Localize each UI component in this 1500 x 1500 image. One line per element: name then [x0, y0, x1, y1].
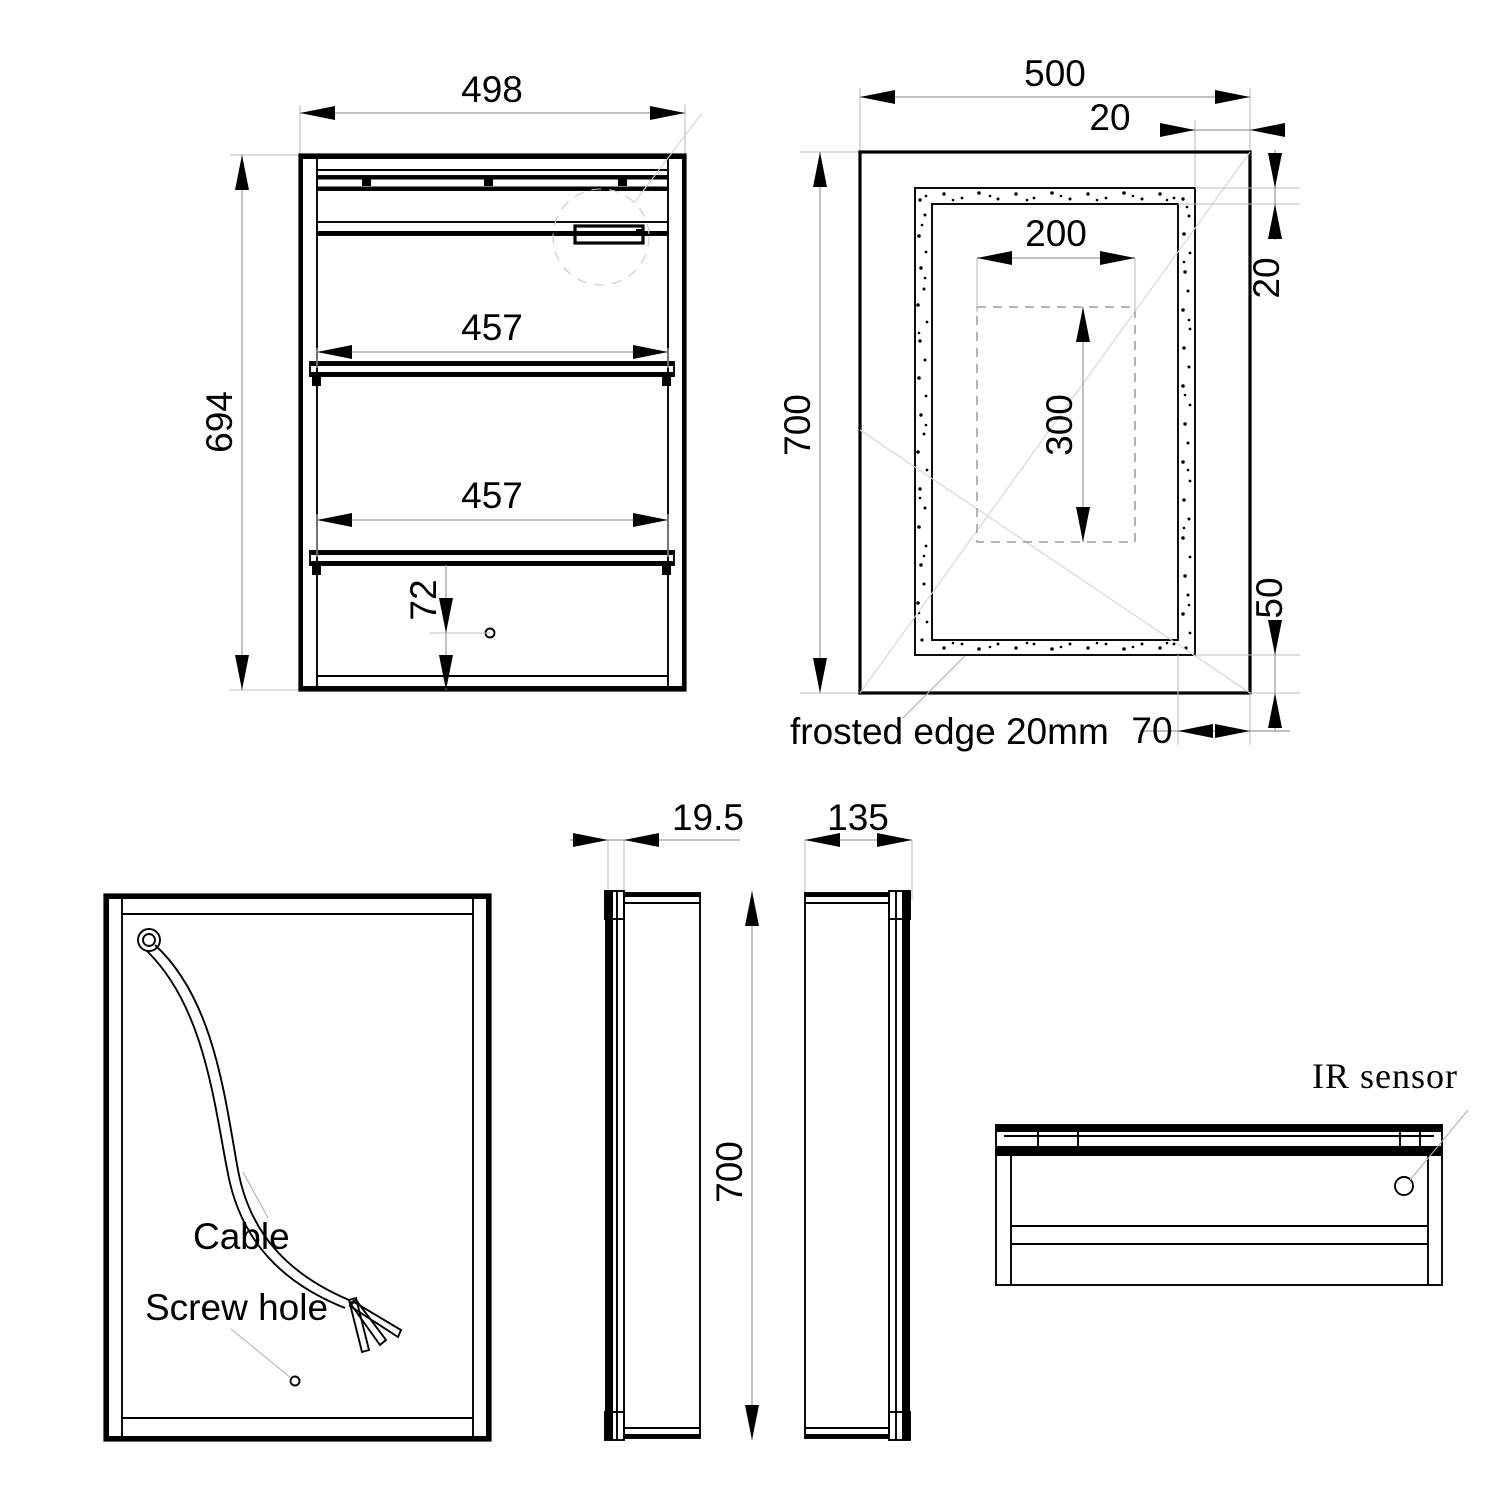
- led-strip-upper: [316, 175, 669, 191]
- note-frosted-edge: frosted edge 20mm: [790, 655, 1109, 752]
- divider-rail-upper: [316, 221, 669, 236]
- ir-sensor-label: IR sensor: [1312, 1056, 1458, 1096]
- cabinet-body: [298, 112, 703, 692]
- dimension-300: 300: [1039, 307, 1090, 542]
- cable-leader: [242, 1171, 269, 1219]
- dimension-72: 72: [403, 565, 490, 690]
- cable-assembly: Cable: [137, 928, 403, 1354]
- dimension-label-700-mirror: 700: [777, 394, 818, 456]
- dimension-label-shelf-upper-457: 457: [461, 307, 523, 348]
- side-left-body: [604, 890, 701, 1441]
- cable-path-upper: [154, 944, 350, 1301]
- dimension-label-width-498: 498: [461, 69, 523, 110]
- cable-grommet-inner: [142, 933, 156, 947]
- dimension-label-20-right: 20: [1246, 257, 1287, 298]
- shelf-upper: [309, 361, 675, 386]
- ir-sensor-hole: [1394, 1176, 1414, 1196]
- cable-path-lower: [146, 950, 346, 1309]
- shelf-lower: [309, 550, 675, 575]
- ir-sensor-leader: [1409, 1109, 1469, 1181]
- view-back-panel: Cable Screw hole: [103, 893, 492, 1442]
- dimension-500: 500: [859, 53, 1251, 155]
- dimension-label-19-5: 19.5: [672, 797, 744, 838]
- dimension-19-5: 19.5: [570, 797, 744, 900]
- cable-label: Cable: [193, 1216, 290, 1257]
- dimension-457-upper: 457: [316, 307, 669, 368]
- dimension-label-shelf-lower-457: 457: [461, 475, 523, 516]
- dimension-label-300: 300: [1039, 394, 1080, 456]
- screw-hole-marker-back: [289, 1375, 301, 1387]
- dimension-label-72: 72: [403, 579, 444, 620]
- dimension-label-20-top: 20: [1089, 97, 1130, 138]
- mirror-diagonal-2: [859, 429, 1251, 694]
- screw-hole-leader: [230, 1328, 292, 1379]
- view-mirror-door: 500 20 700: [777, 53, 1300, 752]
- cable-grommet-outer: [137, 928, 161, 952]
- dimension-20-top: 20: [1089, 97, 1285, 190]
- screw-hole-label: Screw hole: [145, 1287, 328, 1328]
- dimension-700-mirror: 700: [777, 151, 860, 694]
- view-cabinet-front: 498 694: [199, 69, 703, 692]
- view-side-left: 19.5 700: [570, 797, 759, 1441]
- dimension-label-700-side: 700: [709, 1141, 750, 1203]
- dimension-50: 50: [1195, 577, 1300, 730]
- frosted-edge-band: [914, 187, 1196, 656]
- dimension-200: 200: [976, 213, 1136, 312]
- dimension-700-side: 700: [709, 891, 759, 1440]
- cable-wire-1: [347, 1296, 371, 1354]
- view-top-ir: IR sensor: [995, 1056, 1469, 1286]
- view-side-right: 135: [804, 797, 913, 1441]
- dimension-label-70: 70: [1131, 710, 1172, 751]
- dimension-20-right: 20: [1178, 150, 1300, 299]
- dimension-457-lower: 457: [316, 475, 669, 557]
- note-frosted-edge-label: frosted edge 20mm: [790, 711, 1109, 752]
- switch-module-detail: [573, 224, 645, 245]
- screw-hole-assembly: Screw hole: [145, 1287, 328, 1387]
- frosted-stipple: [916, 191, 1192, 651]
- detail-bubble-leader: [633, 112, 703, 204]
- detail-bubble-circle: [552, 188, 650, 286]
- sensor-window-hidden-outline: [976, 306, 1136, 543]
- dimension-label-135: 135: [827, 797, 889, 838]
- dimension-label-200: 200: [1025, 213, 1087, 254]
- dimension-135: 135: [804, 797, 913, 900]
- dimension-label-50: 50: [1249, 577, 1290, 618]
- dimension-498: 498: [299, 69, 686, 160]
- cable-wire-3: [348, 1300, 403, 1339]
- dimension-label-500: 500: [1024, 53, 1086, 94]
- dimension-70: 70: [1131, 655, 1290, 751]
- dimension-label-height-694: 694: [199, 391, 240, 453]
- dimension-694: 694: [199, 154, 300, 691]
- side-right-body: [804, 890, 911, 1441]
- top-view-body: IR sensor: [995, 1056, 1469, 1286]
- mirror-diagonal-1: [859, 151, 1251, 694]
- mirror-plate: [858, 150, 1252, 695]
